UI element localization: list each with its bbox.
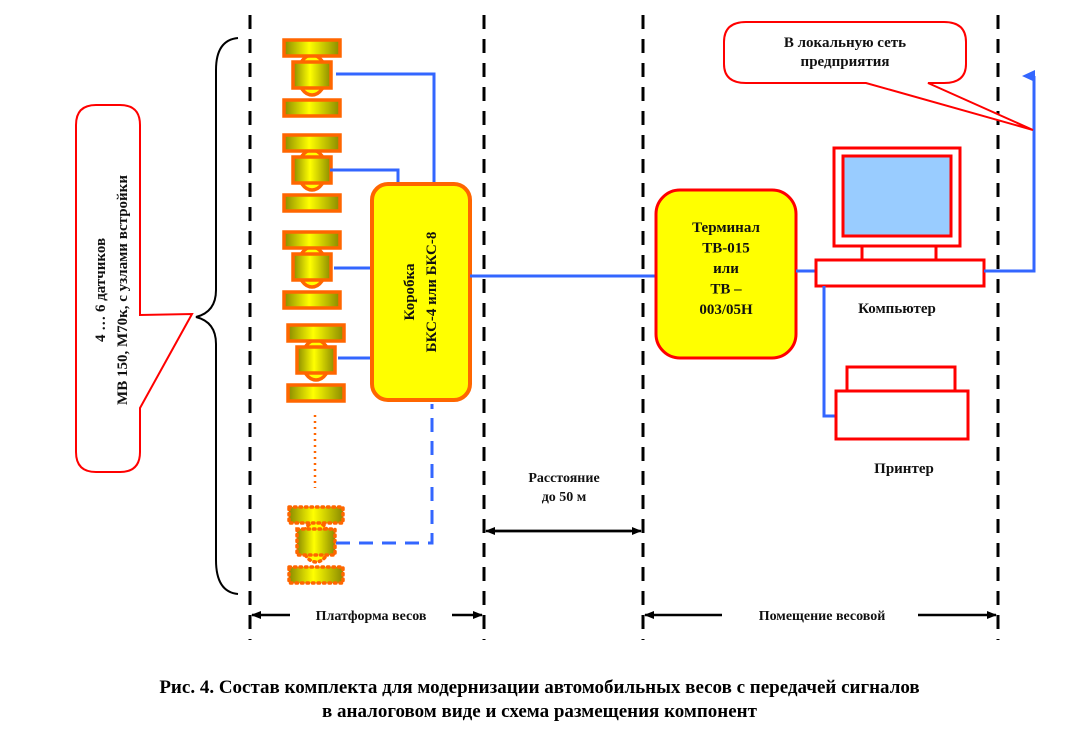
wire-sensor-2 [330,168,400,184]
distance-line1: Расстояние [528,471,599,486]
sensor-top-plate [282,133,342,153]
sensors-callout-line2: МВ 150, М70к, с узлами встройки [115,175,131,405]
sensor-bottom-plate [282,193,342,213]
terminal-box[interactable] [654,188,798,360]
sensor-bottom-plate [282,98,342,118]
zone-boundaries [248,15,1000,640]
printer[interactable] [834,365,970,441]
printer-body [834,389,970,441]
junction-box-line2: БКС-4 или БКС-8 [424,232,440,353]
network-callout-line2: предприятия [801,54,890,70]
sensor-bottom-plate [282,290,342,310]
sensor-top-plate [282,230,342,250]
sensor-body [295,345,337,375]
zone-platform-label: Платформа весов [316,609,427,624]
printer-label: Принтер [874,461,934,477]
terminal-label-line: ТВ – [710,282,742,298]
printer-top [845,365,957,393]
sensor-wires [330,72,436,545]
network-uplink [984,70,1036,273]
system-unit [814,258,986,288]
load-cell-sensor [282,230,342,310]
junction-box-line1: Коробка [402,263,418,320]
sensor-top-plate [282,38,342,58]
computer-printer-cable [822,286,836,418]
sensor-top-plate [287,505,345,525]
sensors-callout-line1: 4 … 6 датчиков [93,238,109,342]
terminal-label-line: или [713,261,739,277]
monitor-stand [860,244,938,262]
sensor-body [291,252,333,282]
load-cell-sensor [287,505,345,585]
sensor-top-plate [286,323,346,343]
sensors-callout-shape [75,104,194,473]
figure-caption-line1: Рис. 4. Состав комплекта для модернизаци… [159,677,920,698]
sensor-body [291,155,333,185]
terminal-label-line: 003/05Н [699,302,753,318]
computer-label: Компьютер [858,301,936,317]
wire-sensor-optional [336,404,434,545]
network-callout-bubble [723,21,1034,131]
load-cell-sensor [286,323,346,403]
sensor-bottom-plate [286,383,346,403]
junction-box[interactable] [370,182,472,402]
wire-sensor-1 [336,72,436,184]
sensor-bottom-plate [287,565,345,585]
terminal-label-line: Терминал [692,220,760,236]
sensor-body [291,60,333,90]
distance-line2: до 50 м [542,490,587,505]
load-cell-sensor [282,38,342,118]
terminal-label-line: ТВ-015 [702,241,750,257]
computer[interactable] [814,146,986,288]
zone-room-label: Помещение весовой [759,609,886,624]
sensors-brace [195,37,239,595]
load-cells [282,38,346,585]
load-cell-sensor [282,133,342,213]
sensor-body [295,527,337,557]
network-callout-line1: В локальную сеть [784,35,906,51]
figure-caption-line2: в аналоговом виде и схема размещения ком… [322,701,757,722]
monitor-screen [841,154,953,238]
